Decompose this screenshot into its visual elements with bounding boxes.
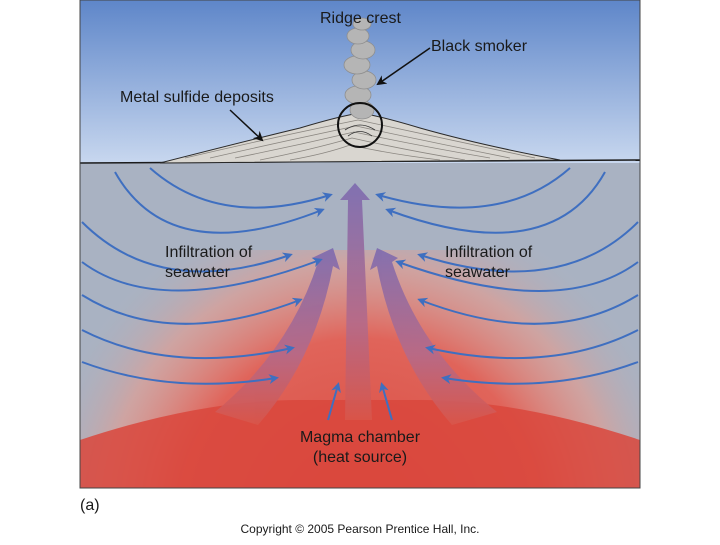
black-smoker-plume xyxy=(343,17,377,120)
vent-circle xyxy=(337,102,383,148)
sulfide-pointer xyxy=(229,109,264,142)
panel-label: (a) xyxy=(80,497,100,514)
hot-water-upflow xyxy=(215,183,497,425)
copyright-notice: Copyright © 2005 Pearson Prentice Hall, … xyxy=(240,522,480,536)
infiltration-right-label: Infiltration of seawater xyxy=(445,244,533,281)
magma-chamber-label: Magma chamber (heat source) xyxy=(299,429,421,466)
metal-sulfide-label: Metal sulfide deposits xyxy=(120,89,274,106)
figure-frame xyxy=(79,0,641,489)
ridge-crest-label: Ridge crest xyxy=(320,10,401,27)
vent-lines xyxy=(344,124,376,137)
black-smoker-label: Black smoker xyxy=(431,38,528,55)
infiltration-arrows xyxy=(81,167,639,421)
black-smoker-pointer xyxy=(376,47,431,86)
infiltration-left-label: Infiltration of seawater xyxy=(165,244,253,281)
magma-chamber xyxy=(80,400,640,488)
